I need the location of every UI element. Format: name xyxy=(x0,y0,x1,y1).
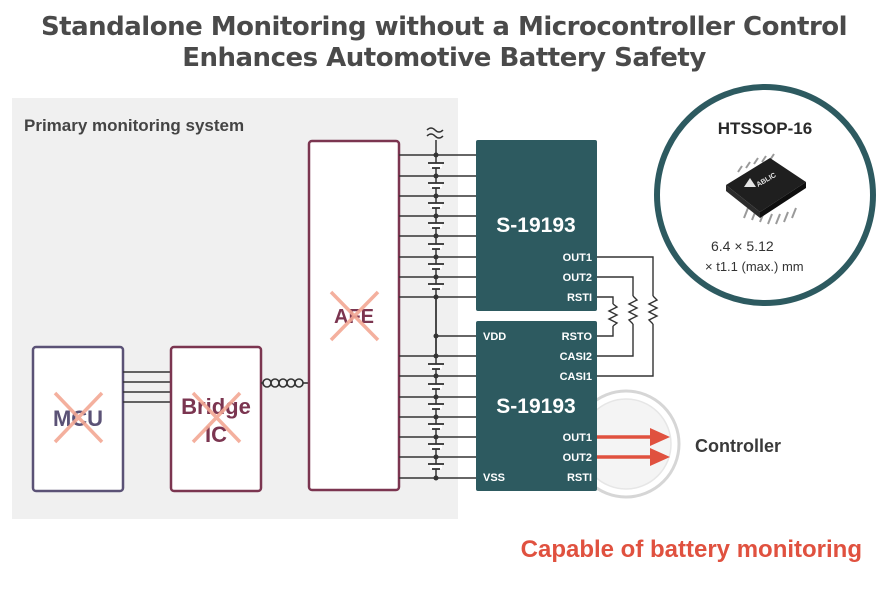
mcu-block: MCU xyxy=(31,345,125,493)
chip-bottom-pin-rsti: RSTI xyxy=(567,472,592,484)
chip-top-pin-out1: OUT1 xyxy=(563,252,592,264)
chip-bottom-pin-casi2: CASI2 xyxy=(560,351,592,363)
chip-top-pin-rsti: RSTI xyxy=(567,292,592,304)
chip-top-pin-out2: OUT2 xyxy=(563,272,592,284)
arrow-out2-icon xyxy=(650,448,670,466)
chip-bottom-pin-rsto: RSTO xyxy=(562,331,593,343)
package-badge: HTSSOP-16 ABLIC 6.4 × 5.12 × t1.1 (max.)… xyxy=(654,84,876,306)
controller-circle xyxy=(571,389,681,499)
chip-bottom-pin-out1: OUT1 xyxy=(563,432,592,444)
package-name: HTSSOP-16 xyxy=(718,119,812,138)
mcu-cross-icon xyxy=(53,391,104,444)
chip-bottom-pin-casi1: CASI1 xyxy=(560,371,592,383)
chip-bottom-name: S-19193 xyxy=(496,395,575,418)
chip-bottom-pin-vss: VSS xyxy=(483,472,505,484)
tagline: Capable of battery monitoring xyxy=(521,536,862,563)
chip-bottom-pin-vdd: VDD xyxy=(483,331,506,343)
bridge-cross-icon xyxy=(191,391,242,444)
afe-cross-icon xyxy=(329,290,380,342)
chip-bottom-pin-out2: OUT2 xyxy=(563,452,592,464)
battery-cell-symbols xyxy=(428,162,444,470)
bridge-ic-block: Bridge IC xyxy=(169,345,263,493)
package-chip-icon: ABLIC xyxy=(726,153,806,225)
bridge-ic-label-line2: IC xyxy=(205,422,227,447)
junction-dots xyxy=(433,152,439,481)
diagram-title-line1: Standalone Monitoring without a Microcon… xyxy=(40,12,848,42)
diagram-title-line2: Enhances Automotive Battery Safety xyxy=(182,43,706,73)
arrow-out1-icon xyxy=(650,428,670,446)
chip-top: S-19193 OUT1 OUT2 RSTI xyxy=(476,140,597,311)
chip-top-name: S-19193 xyxy=(496,214,575,237)
package-dim-line2: × t1.1 (max.) mm xyxy=(705,259,804,274)
chip-bottom: S-19193 VDD RSTO CASI2 CASI1 OUT1 OUT2 V… xyxy=(476,321,597,491)
afe-block: AFE xyxy=(307,139,401,492)
output-arrows xyxy=(597,428,670,466)
inter-chip-wiring xyxy=(597,256,659,377)
package-dim-line1: 6.4 × 5.12 xyxy=(711,238,774,254)
controller-label: Controller xyxy=(695,436,781,456)
primary-system-label: Primary monitoring system xyxy=(24,116,244,135)
mcu-bridge-bus xyxy=(123,371,171,403)
